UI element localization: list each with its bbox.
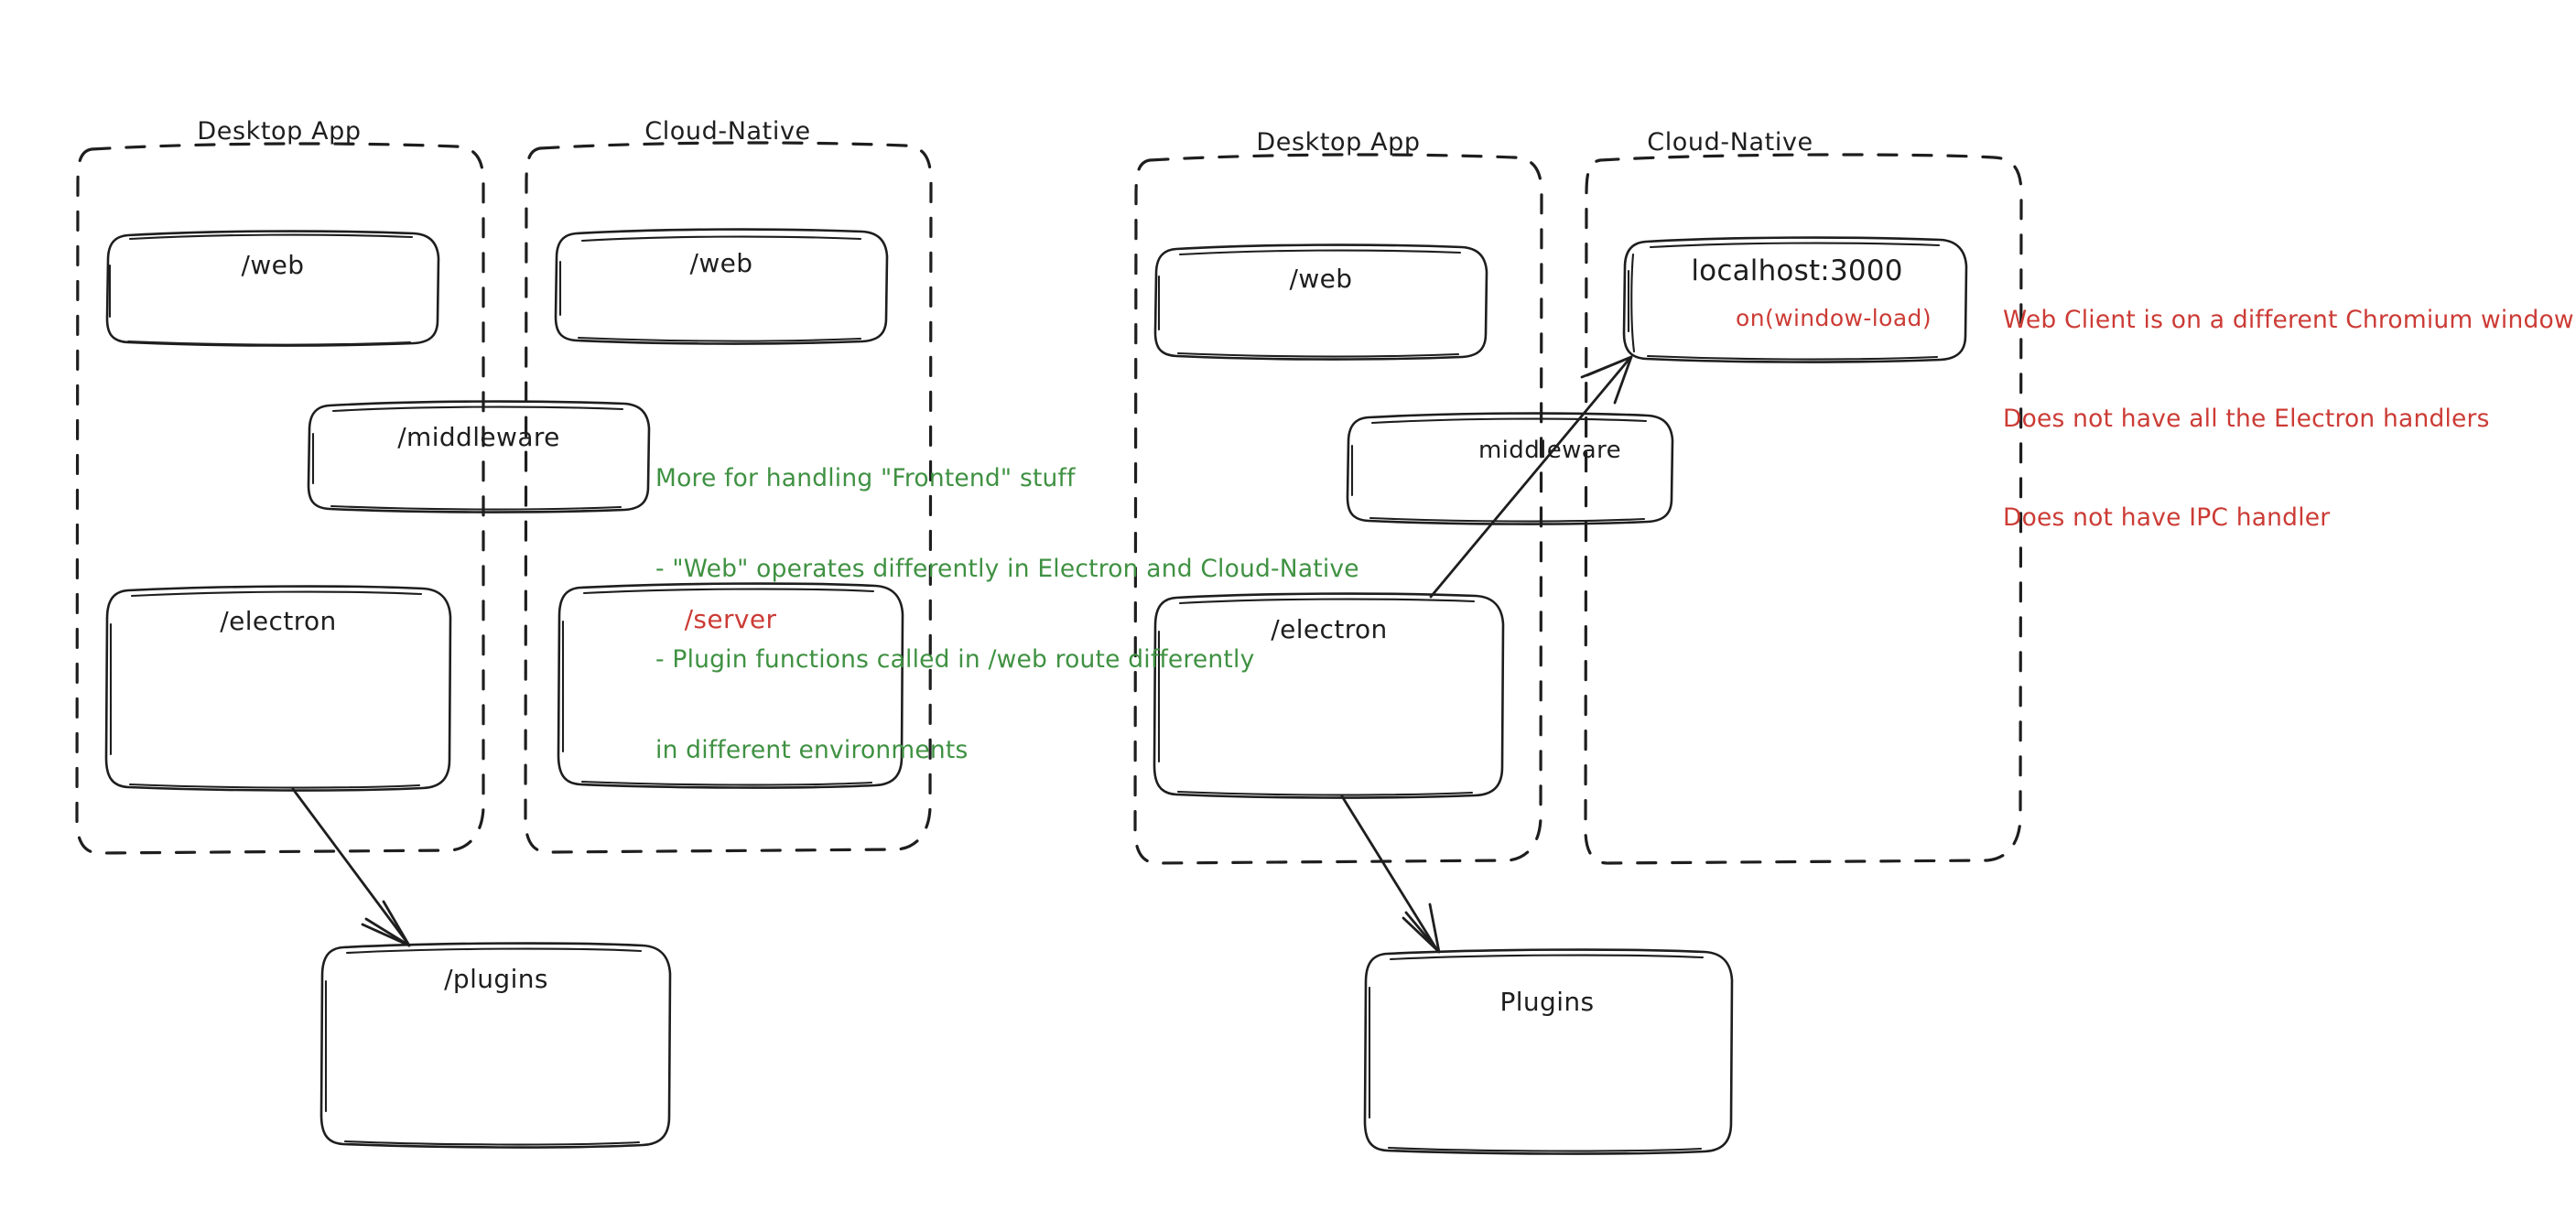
right-node-electron	[1153, 592, 1505, 799]
right-label-localhost: localhost:3000	[1691, 254, 1903, 287]
green-annotation-line-2: - "Web" operates differently in Electron…	[655, 555, 1359, 583]
right-arrow-electron-to-plugins	[1340, 794, 1441, 954]
red-annotation-line-2: Does not have all the Electron handlers	[2003, 405, 2490, 433]
right-label-localhost-sublabel: on(window-load)	[1736, 305, 1932, 331]
left-node-middleware	[307, 400, 651, 513]
right-group-desktop-app-container	[1133, 153, 1543, 865]
green-annotation-line-3: - Plugin functions called in /web route …	[655, 645, 1255, 674]
left-node-electron	[104, 585, 452, 792]
red-annotation-line-3: Does not have IPC handler	[2003, 503, 2331, 532]
left-group-desktop-app-container	[75, 142, 485, 855]
right-label-plugins: Plugins	[1499, 987, 1595, 1017]
left-label-cloud-web: /web	[689, 248, 753, 278]
left-group-title-cloud-native: Cloud-Native	[644, 117, 811, 146]
left-label-middleware: /middleware	[397, 422, 560, 452]
left-arrow-electron-to-plugins	[291, 787, 411, 947]
left-node-server	[557, 582, 904, 789]
left-group-cloud-native-container	[524, 141, 933, 854]
right-label-middleware: middleware	[1477, 437, 1622, 464]
green-annotation-line-1: More for handling "Frontend" stuff	[655, 464, 1076, 492]
right-group-cloud-native-container	[1584, 153, 2023, 865]
left-label-plugins: /plugins	[444, 964, 548, 994]
left-node-plugins	[319, 942, 672, 1149]
right-red-annotation: Web Client is on a different Chromium wi…	[2003, 238, 2574, 567]
right-node-localhost	[1622, 236, 1968, 363]
left-label-desktop-web: /web	[241, 250, 305, 280]
right-node-middleware	[1346, 412, 1674, 525]
red-annotation-line-1: Web Client is on a different Chromium wi…	[2003, 306, 2574, 334]
right-label-desktop-web: /web	[1289, 264, 1353, 294]
right-group-title-cloud-native: Cloud-Native	[1647, 128, 1813, 157]
right-label-electron: /electron	[1271, 614, 1388, 644]
right-node-desktop-web	[1153, 243, 1488, 361]
left-label-electron: /electron	[220, 606, 337, 636]
right-node-plugins	[1363, 948, 1734, 1155]
left-group-title-desktop-app: Desktop App	[197, 117, 362, 146]
left-node-cloud-web	[554, 228, 889, 345]
right-group-title-desktop-app: Desktop App	[1256, 128, 1421, 157]
right-arrow-electron-to-localhost	[1429, 355, 1633, 599]
green-annotation-line-4: in different environments	[655, 736, 969, 764]
left-green-annotation: More for handling "Frontend" stuff - "We…	[655, 403, 1359, 795]
left-label-server: /server	[684, 604, 777, 634]
left-node-desktop-web	[105, 230, 440, 347]
